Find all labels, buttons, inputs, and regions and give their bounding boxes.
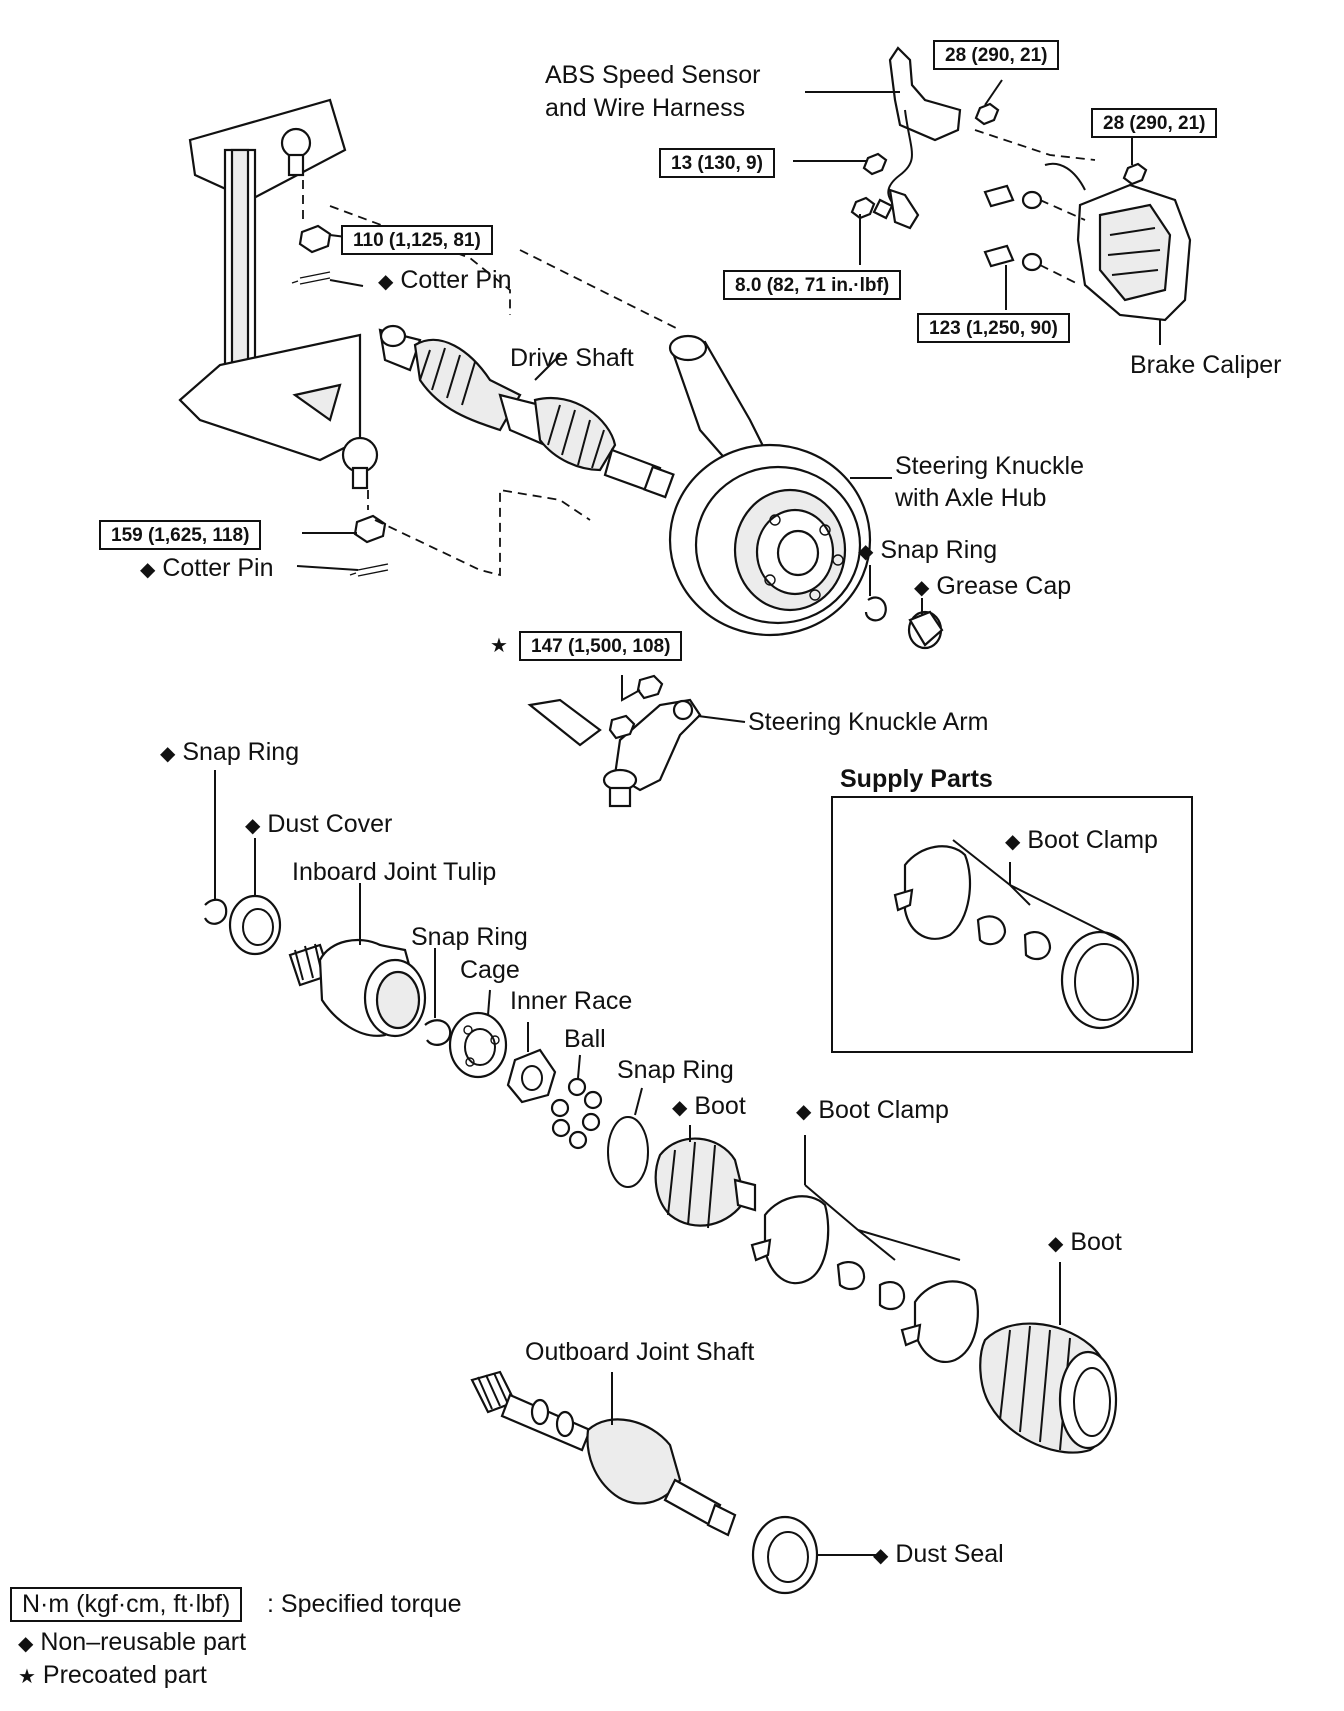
torque-8: 8.0 (82, 71 in.·lbf) [723,270,902,300]
grease-cap-drawing [907,610,944,650]
torque-123: 123 (1,250, 90) [917,313,1070,343]
bolt-caliper-top-drawing [1122,162,1148,186]
boot-inner-label: ◆ Boot [672,1092,746,1120]
torque-147: 147 (1,500, 108) [519,631,683,661]
cotter-pin-lower-drawing [349,563,389,577]
dust-seal-label: ◆ Dust Seal [873,1540,1004,1568]
nut-upper-drawing [298,224,332,254]
snap-ring-mid-drawing [424,1019,452,1046]
supply-parts-box [831,796,1193,1053]
cage-label: Cage [460,956,520,984]
brake-caliper-label: Brake Caliper [1130,351,1282,379]
knuckle-label-2: with Axle Hub [895,484,1047,512]
snap-ring-low-label: Snap Ring [617,1056,734,1084]
boot-clamp-main-label: ◆ Boot Clamp [796,1096,949,1124]
diamond-icon: ◆ [378,269,394,293]
cotter-pin-upper-drawing [291,271,331,285]
diamond-icon: ◆ [245,813,261,837]
brake-caliper-drawing [1044,162,1192,322]
nut-lower-drawing [353,514,387,544]
legend-precoated: ★ Precoated part [18,1661,207,1689]
snap-ring-mid-label: Snap Ring [411,923,528,951]
balls-drawing [550,1077,603,1150]
drive-shaft-label: Drive Shaft [510,344,634,372]
outboard-shaft-label: Outboard Joint Shaft [525,1338,755,1366]
boot-clamp-supply-label: ◆ Boot Clamp [1005,826,1158,854]
drive-shaft-drawing [378,324,675,499]
snap-ring-hub-drawing [864,596,887,622]
inner-race-label: Inner Race [510,987,633,1015]
torque-110: 110 (1,125, 81) [341,225,493,255]
bolt-abs-b-drawing [862,152,888,176]
torque-28-caliper: 28 (290, 21) [1091,108,1218,138]
abs-sensor-drawing [872,46,962,230]
diamond-icon: ◆ [1005,829,1021,853]
ball-label: Ball [564,1025,606,1053]
snap-ring-hub-label: ◆ Snap Ring [858,536,998,564]
legend-non-reusable: ◆ Non–reusable part [18,1628,247,1656]
torque-159: 159 (1,625, 118) [99,520,262,550]
star-icon: ★ [490,633,508,657]
diamond-icon: ◆ [140,557,156,581]
dust-seal-drawing [751,1515,819,1595]
diamond-icon: ◆ [914,575,930,599]
star-icon: ★ [18,1664,36,1688]
boot-clamps-main-drawing [750,1184,979,1363]
caliper-bolts-drawing [983,184,1043,272]
bolt-abs-a-drawing [974,102,1000,126]
snap-ring-top-drawing [204,898,228,925]
knuckle-label-1: Steering Knuckle [895,452,1085,480]
grease-cap-label: ◆ Grease Cap [914,572,1072,600]
legend-torque-desc: : Specified torque [267,1590,462,1618]
bolt-arm-b-drawing [608,714,636,740]
cage-drawing [448,1011,508,1079]
inboard-joint-tulip-drawing [288,938,427,1038]
leader-lines [214,79,1161,1556]
boot-outer-label: ◆ Boot [1048,1228,1122,1256]
cotter-pin-upper-label: ◆ Cotter Pin [378,266,512,294]
legend-torque-box: N·m (kgf·cm, ft·lbf) [10,1587,243,1622]
steering-knuckle-arm-drawing [527,698,702,808]
supply-parts-title: Supply Parts [840,765,993,793]
diamond-icon: ◆ [1048,1231,1064,1255]
boot-outer-drawing [979,1322,1118,1454]
diamond-icon: ◆ [18,1631,34,1655]
cotter-pin-lower-label: ◆ Cotter Pin [140,554,274,582]
lower-arm-drawing [178,333,379,490]
dust-cover-drawing [228,894,282,956]
inner-race-drawing [506,1048,557,1104]
abs-sensor-label-1: ABS Speed Sensor [545,61,761,89]
supply-boot-clamps-drawing [893,839,1140,1030]
bolt-abs-c-drawing [850,196,876,220]
outboard-joint-shaft-drawing [470,1370,737,1537]
diamond-icon: ◆ [796,1099,812,1123]
dust-cover-label: ◆ Dust Cover [245,810,393,838]
steering-knuckle-drawing [668,334,872,637]
snap-ring-low-drawing [607,1116,649,1188]
diamond-icon: ◆ [160,741,176,765]
boot-inner-drawing [654,1137,757,1229]
torque-13: 13 (130, 9) [659,148,775,178]
diamond-icon: ◆ [858,539,874,563]
torque-28-abs: 28 (290, 21) [933,40,1060,70]
diamond-icon: ◆ [672,1095,688,1119]
diamond-icon: ◆ [873,1543,889,1567]
precoated-mark: ★ [490,632,508,657]
abs-sensor-label-2: and Wire Harness [545,94,746,122]
inboard-tulip-label: Inboard Joint Tulip [292,858,497,886]
knuckle-arm-label: Steering Knuckle Arm [748,708,989,736]
bolt-arm-a-drawing [636,674,664,700]
snap-ring-top-label: ◆ Snap Ring [160,738,300,766]
